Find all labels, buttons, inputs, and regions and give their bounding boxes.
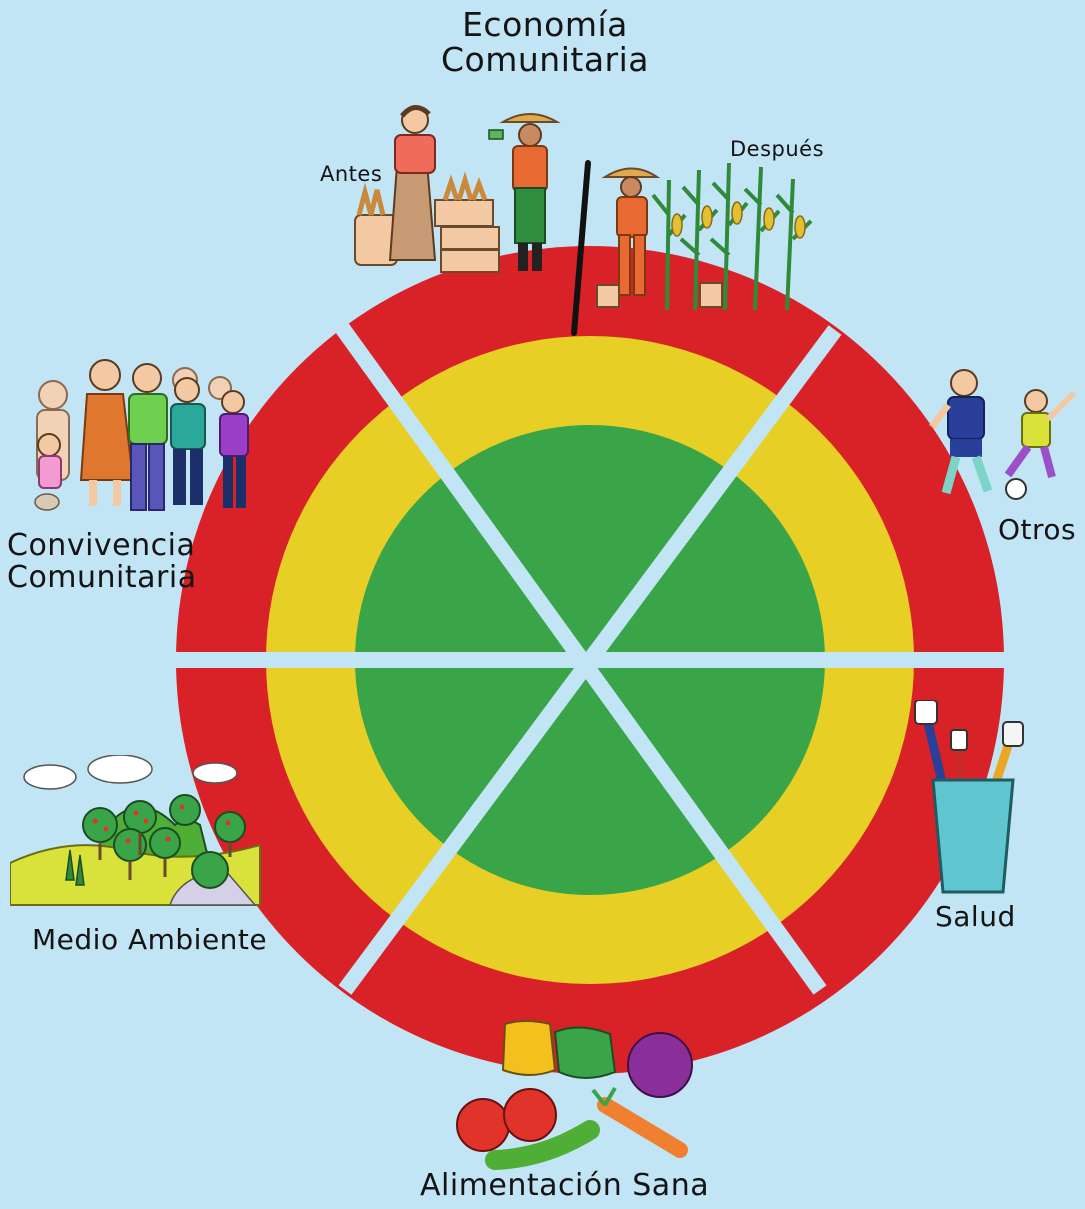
sector-dividers: [170, 320, 1010, 995]
toothbrush-cup-illustration: [914, 700, 1024, 894]
label-medio-ambiente: Medio Ambiente: [32, 923, 268, 956]
landscape-illustration: [10, 755, 261, 906]
divider-diagonal-b: [338, 325, 842, 995]
soccer-illustration: [929, 369, 1077, 500]
vegetables-illustration: [456, 1020, 693, 1170]
label-despues: Después: [730, 137, 825, 161]
label-antes: Antes: [320, 162, 383, 186]
label-convivencia-comunitaria: Convivencia Comunitaria: [7, 528, 197, 595]
label-economia-comunitaria: Economía Comunitaria: [441, 5, 649, 79]
community-group-illustration: [34, 359, 249, 511]
label-otros: Otros: [998, 513, 1077, 546]
divider-diagonal-a: [333, 320, 827, 995]
label-salud: Salud: [935, 900, 1016, 933]
before-after-divider: [571, 160, 591, 336]
market-scene-illustration: [354, 105, 561, 273]
label-alimentacion-sana: Alimentación Sana: [420, 1168, 710, 1203]
corn-field-illustration: [596, 162, 813, 311]
